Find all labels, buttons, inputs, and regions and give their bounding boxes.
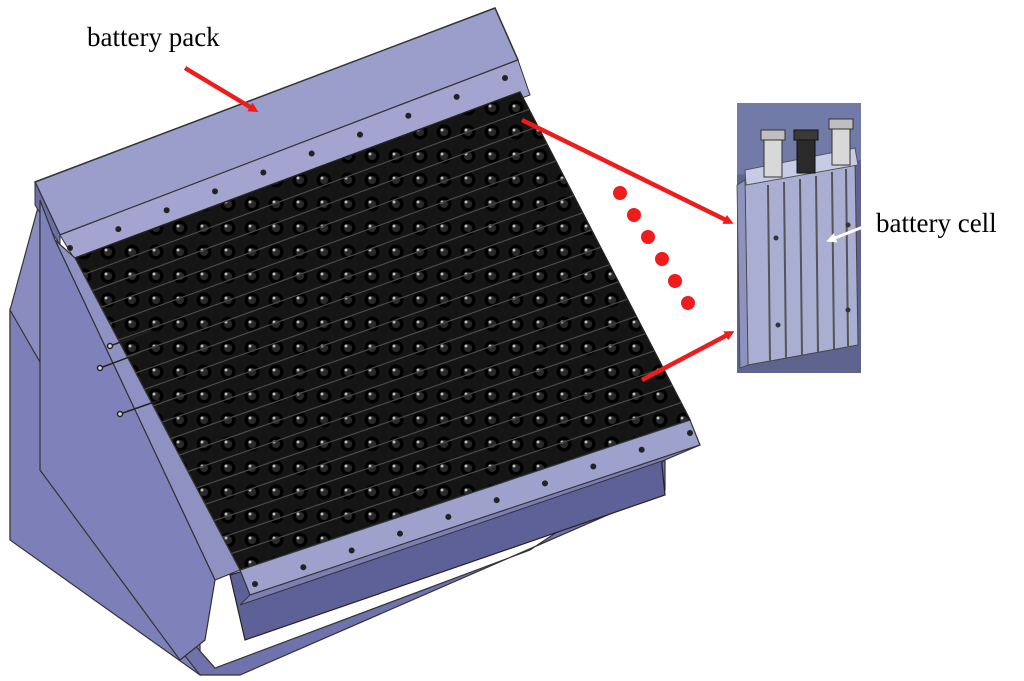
cell-row-line xyxy=(109,160,556,325)
bolt-icon xyxy=(502,75,508,81)
battery-cell-label: battery cell xyxy=(876,208,997,238)
cell-row-line xyxy=(118,177,565,341)
red-arrow-cell-lower xyxy=(640,331,735,382)
cell-row-line xyxy=(161,264,610,423)
cell-row-line xyxy=(231,402,682,555)
cell-row-line xyxy=(170,281,619,440)
bolt-icon xyxy=(638,446,645,453)
cell-row-separators xyxy=(83,108,682,555)
bolt-icon xyxy=(590,463,597,470)
bolt-icon xyxy=(405,112,412,119)
bolt-icon xyxy=(445,513,452,520)
red-arrow-pack xyxy=(183,66,259,113)
cell-row-line xyxy=(222,384,673,538)
pack-front-frame-lower xyxy=(239,444,701,606)
frame-bolts xyxy=(67,75,693,587)
bolt-icon xyxy=(397,530,403,537)
cell-row-line xyxy=(152,246,601,407)
cell-terminals xyxy=(760,118,854,178)
pack-left-wall xyxy=(39,199,216,661)
bolt-icon xyxy=(67,245,73,251)
pack-bottom-side xyxy=(39,458,666,676)
cell-row-line xyxy=(213,367,664,522)
bolt-icon xyxy=(252,581,258,587)
cell-row-line xyxy=(83,108,530,275)
bolt-icon xyxy=(163,207,170,214)
pack-top-rail xyxy=(59,59,531,261)
bolt-icon xyxy=(260,169,267,176)
battery-pack xyxy=(9,7,701,677)
cell-row-line xyxy=(126,195,574,358)
bolt-icon xyxy=(453,93,460,100)
red-dots-icon xyxy=(613,186,695,310)
battery-pack-label: battery pack xyxy=(87,22,220,52)
cell-row-line xyxy=(205,350,655,505)
cell-row-line xyxy=(144,229,592,390)
bolt-icon xyxy=(542,480,548,487)
cell-body-side xyxy=(736,179,749,369)
bolt-icon xyxy=(687,430,693,436)
bolt-icon xyxy=(348,547,355,554)
cell-row-line xyxy=(92,125,539,292)
cell-row-line xyxy=(100,143,548,308)
bolt-icon xyxy=(308,150,315,157)
bolt-icon xyxy=(493,497,500,504)
cell-row-line xyxy=(196,333,646,489)
cell-row-line xyxy=(135,212,583,374)
bolt-icon xyxy=(300,564,307,571)
cell-ribs xyxy=(767,168,849,363)
bolt-icon xyxy=(115,226,122,233)
battery-cell-inset xyxy=(736,103,869,373)
bolt-icon xyxy=(212,188,218,195)
terminal-pins xyxy=(96,330,161,418)
white-arrow xyxy=(826,223,869,243)
cell-row-line xyxy=(187,315,637,473)
red-arrow-cell-upper xyxy=(521,117,734,225)
bolt-icon xyxy=(357,131,363,138)
cell-row-line xyxy=(179,298,628,456)
